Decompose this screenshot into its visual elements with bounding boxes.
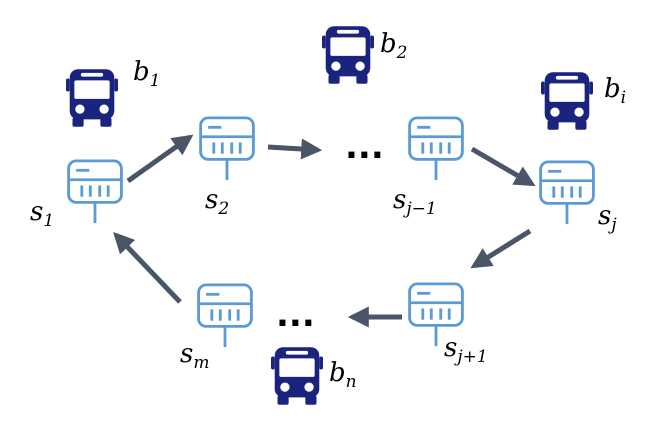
bus-b1: b1 [66, 57, 160, 127]
arrow-sj-to-sj+1 [470, 228, 532, 269]
stop-label-sj+1: sj+1 [444, 333, 488, 367]
bus-label-b1: b1 [133, 57, 160, 91]
arrow-sm-to-s1 [113, 231, 182, 304]
stop-sj: sj [539, 160, 617, 235]
arrow-s1-to-s2 [126, 134, 194, 184]
bus-label-bi: bi [604, 74, 626, 108]
stop-s2: s2 [199, 116, 255, 219]
stop-label-s1: s1 [30, 197, 54, 231]
bus-bn: bn [271, 347, 357, 405]
buses: b1 b2 bi bn [66, 26, 626, 405]
stop-sm: sm [180, 283, 253, 373]
stop-label-sj: sj [598, 201, 617, 235]
bus-icon [322, 26, 374, 84]
route-arrows [113, 134, 536, 328]
bus-bi: bi [541, 72, 626, 130]
bus-icon [541, 72, 593, 130]
bus-label-b2: b2 [380, 29, 407, 63]
stop-label-sj-1: sj−1 [393, 185, 437, 219]
arrow-sj-1-to-sj [470, 146, 536, 187]
bus-icon [271, 347, 323, 405]
bus-label-bn: bn [329, 358, 357, 392]
stop-label-s2: s2 [205, 185, 229, 219]
ellipsis-top: ... [345, 127, 384, 167]
bus-stop-sign-icon [408, 116, 464, 182]
stop-s1: s1 [30, 159, 123, 231]
bus-stop-sign-icon [67, 159, 123, 225]
bus-b2: b2 [322, 26, 407, 84]
bus-stop-sign-icon [197, 283, 253, 349]
arrow-s2-to-dots [267, 138, 323, 160]
bus-stop-sign-icon [539, 160, 595, 226]
bus-icon [66, 69, 118, 127]
stop-sj+1: sj+1 [408, 282, 488, 367]
bus-stop-sign-icon [199, 116, 255, 182]
ellipsis-bottom: ... [276, 295, 315, 335]
stop-label-sm: sm [180, 339, 209, 373]
stops: s1 s2 sj−1 sj sj+1 sm [30, 116, 617, 373]
stop-sj-1: sj−1 [393, 116, 464, 219]
